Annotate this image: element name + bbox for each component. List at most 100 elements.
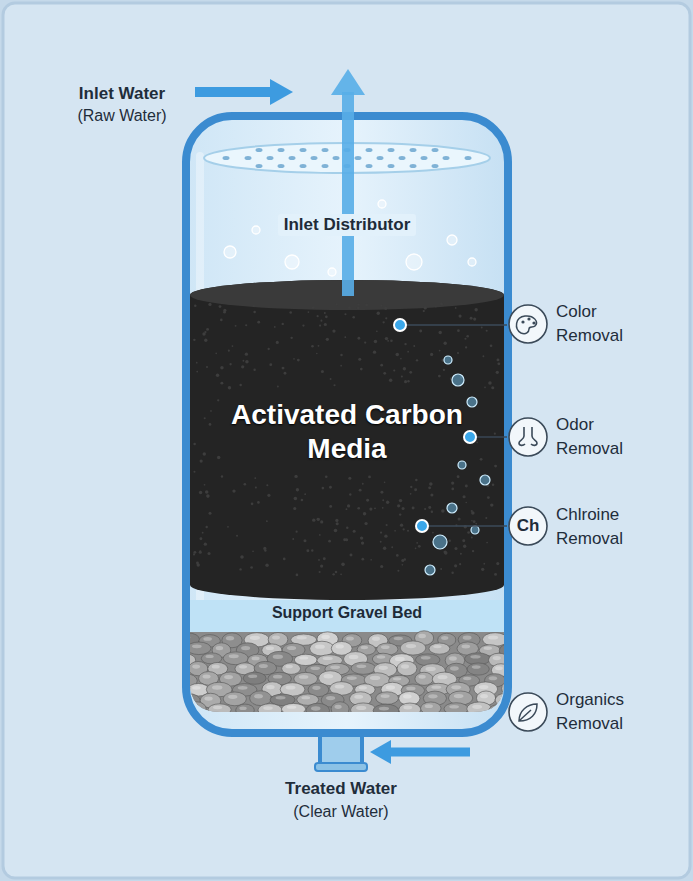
carbon-grain	[423, 310, 425, 312]
inlet-sublabel-slot: (Raw Water)	[52, 105, 192, 126]
carbon-grain	[193, 471, 195, 473]
distributor-hole	[344, 148, 351, 152]
carbon-grain	[443, 550, 446, 553]
carbon-grain	[397, 570, 399, 572]
carbon-grain	[221, 475, 223, 477]
carbon-grain	[424, 508, 426, 510]
carbon-grain	[232, 345, 234, 347]
gravel-stone	[243, 672, 266, 684]
carbon-grain	[312, 518, 315, 521]
carbon-grain	[220, 366, 223, 369]
carbon-grain	[410, 493, 412, 495]
stone-highlight	[418, 634, 426, 638]
stone-highlight	[224, 675, 233, 679]
stone-highlight	[379, 666, 388, 670]
stone-highlight	[356, 706, 366, 710]
palette-icon	[532, 321, 535, 324]
distributor-hole	[410, 164, 417, 168]
stone-highlight	[178, 677, 188, 681]
stone-highlight	[479, 685, 489, 689]
carbon-grain	[266, 484, 268, 486]
stone-highlight	[238, 686, 248, 690]
carbon-grain	[483, 563, 485, 565]
carbon-grain	[257, 321, 260, 324]
carbon-top	[190, 280, 504, 310]
gravel-stone	[421, 702, 441, 714]
stone-highlight	[403, 694, 412, 698]
carbon-grain	[387, 340, 389, 342]
stone-highlight	[449, 656, 457, 660]
carbon-grain	[317, 518, 320, 521]
distributor-hole	[256, 148, 263, 152]
carbon-grain	[194, 304, 196, 306]
carbon-grain	[268, 348, 270, 350]
carbon-grain	[402, 507, 405, 510]
stone-highlight	[273, 655, 283, 659]
carbon-grain	[330, 378, 332, 380]
carbon-grain	[488, 381, 492, 385]
bubble	[252, 226, 260, 234]
callout-label-slot: Odor Removal	[556, 413, 660, 461]
carbon-grain	[384, 481, 386, 483]
layer-label: Support Gravel Bed	[272, 603, 422, 622]
carbon-grain	[301, 499, 304, 502]
stone-highlight	[347, 676, 357, 680]
gravel-stone	[429, 643, 450, 654]
stone-highlight	[401, 664, 409, 668]
nose-icon	[519, 427, 537, 445]
inlet-arrow-shaft	[195, 87, 272, 97]
carbon-grain	[475, 523, 477, 525]
bubble	[433, 535, 447, 549]
gravel-stone	[208, 704, 231, 715]
stone-highlight	[406, 644, 416, 648]
stone-highlight	[454, 694, 464, 698]
carbon-grain	[494, 433, 496, 435]
carbon-grain	[393, 369, 395, 371]
carbon-grain	[294, 475, 297, 478]
bubble	[467, 397, 477, 407]
carbon-grain	[265, 564, 268, 567]
carbon-media-layer: Activated Carbon Media	[190, 280, 504, 600]
carbon-grain	[193, 443, 196, 446]
carbon-grain	[215, 352, 217, 354]
carbon-grain	[380, 531, 382, 533]
carbon-grain	[467, 531, 470, 534]
bubble	[447, 235, 457, 245]
flow-arrow-shaft	[342, 92, 354, 296]
carbon-grain	[369, 507, 372, 510]
carbon-grain	[311, 345, 314, 348]
distributor-hole	[333, 156, 340, 160]
bubble	[471, 526, 479, 534]
carbon-grain	[282, 367, 285, 370]
gravel-stone	[415, 672, 433, 685]
carbon-grain	[401, 375, 403, 377]
carbon-grain	[349, 493, 351, 495]
carbon-grain	[413, 345, 415, 347]
stone-highlight	[191, 705, 199, 709]
carbon-grain	[362, 483, 364, 485]
carbon-grain	[382, 507, 384, 509]
carbon-grain	[416, 542, 418, 544]
stone-highlight	[394, 637, 403, 640]
gravel-stone	[187, 702, 206, 717]
carbon-grain	[357, 337, 360, 340]
callout-label: Color Removal	[556, 300, 660, 348]
carbon-grain	[336, 303, 338, 305]
carbon-grain	[210, 410, 212, 412]
carbon-grain	[480, 458, 483, 461]
carbon-grain	[253, 311, 256, 314]
carbon-grain	[302, 324, 304, 326]
carbon-grain	[357, 507, 360, 510]
carbon-grain	[451, 482, 454, 485]
carbon-grain	[403, 367, 406, 370]
gravel-base	[190, 632, 504, 712]
media-label: Activated Carbon Media	[222, 398, 472, 466]
carbon-grain	[486, 542, 488, 544]
carbon-grain	[400, 358, 402, 360]
stone-highlight	[359, 686, 367, 690]
carbon-grain	[455, 307, 457, 309]
carbon-grain	[293, 358, 295, 360]
carbon-grain	[374, 507, 376, 509]
carbon-grain	[202, 532, 204, 534]
gravel-stone	[399, 703, 421, 716]
